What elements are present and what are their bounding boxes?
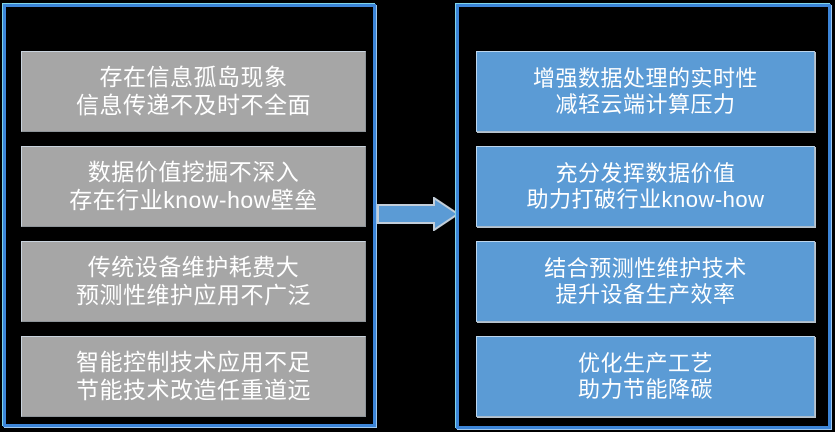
pain-point-box-4-line-1: 智能控制技术应用不足 <box>76 349 311 376</box>
benefit-box-4-line-1: 优化生产工艺 <box>577 350 713 376</box>
benefit-box-3-line-1: 结合预测性维护技术 <box>544 255 747 281</box>
pain-point-box-2[interactable]: 数据价值挖掘不深入 存在行业know-how壁垒 <box>21 146 366 227</box>
pain-point-box-3[interactable]: 传统设备维护耗费大 预测性维护应用不广泛 <box>21 241 366 322</box>
benefit-box-4-line-2: 助力节能降碳 <box>577 376 713 402</box>
pain-point-box-3-line-2: 预测性维护应用不广泛 <box>76 281 311 308</box>
solutions-panel: 增强数据处理的实时性 减轻云端计算压力 充分发挥数据价值 助力打破行业know-… <box>456 4 831 429</box>
benefit-box-1-line-1: 增强数据处理的实时性 <box>532 65 758 91</box>
benefit-box-1[interactable]: 增强数据处理的实时性 减轻云端计算压力 <box>476 51 815 132</box>
pain-point-box-1-line-1: 存在信息孤岛现象 <box>99 64 288 91</box>
benefit-box-3-line-2: 提升设备生产效率 <box>555 281 736 307</box>
pain-point-box-1-line-2: 信息传递不及时不全面 <box>76 91 311 118</box>
benefit-box-2-line-1: 充分发挥数据价值 <box>555 160 736 186</box>
benefit-box-3[interactable]: 结合预测性维护技术 提升设备生产效率 <box>476 241 815 322</box>
pain-point-box-4-line-2: 节能技术改造任重道远 <box>76 376 311 403</box>
benefit-box-2[interactable]: 充分发挥数据价值 助力打破行业know-how <box>476 146 815 227</box>
pain-point-box-2-line-1: 数据价值挖掘不深入 <box>87 159 300 186</box>
pain-point-box-3-line-1: 传统设备维护耗费大 <box>87 254 300 281</box>
pain-point-box-4[interactable]: 智能控制技术应用不足 节能技术改造任重道远 <box>21 336 366 417</box>
benefit-box-2-line-2: 助力打破行业know-how <box>526 186 765 212</box>
pain-point-box-1[interactable]: 存在信息孤岛现象 信息传递不及时不全面 <box>21 51 366 132</box>
benefit-box-4[interactable]: 优化生产工艺 助力节能降碳 <box>476 336 815 417</box>
problems-panel: 存在信息孤岛现象 信息传递不及时不全面 数据价值挖掘不深入 存在行业know-h… <box>3 4 376 427</box>
right-arrow-icon <box>377 196 460 232</box>
pain-point-box-2-line-2: 存在行业know-how壁垒 <box>69 186 318 213</box>
benefit-box-1-line-2: 减轻云端计算压力 <box>555 91 736 117</box>
